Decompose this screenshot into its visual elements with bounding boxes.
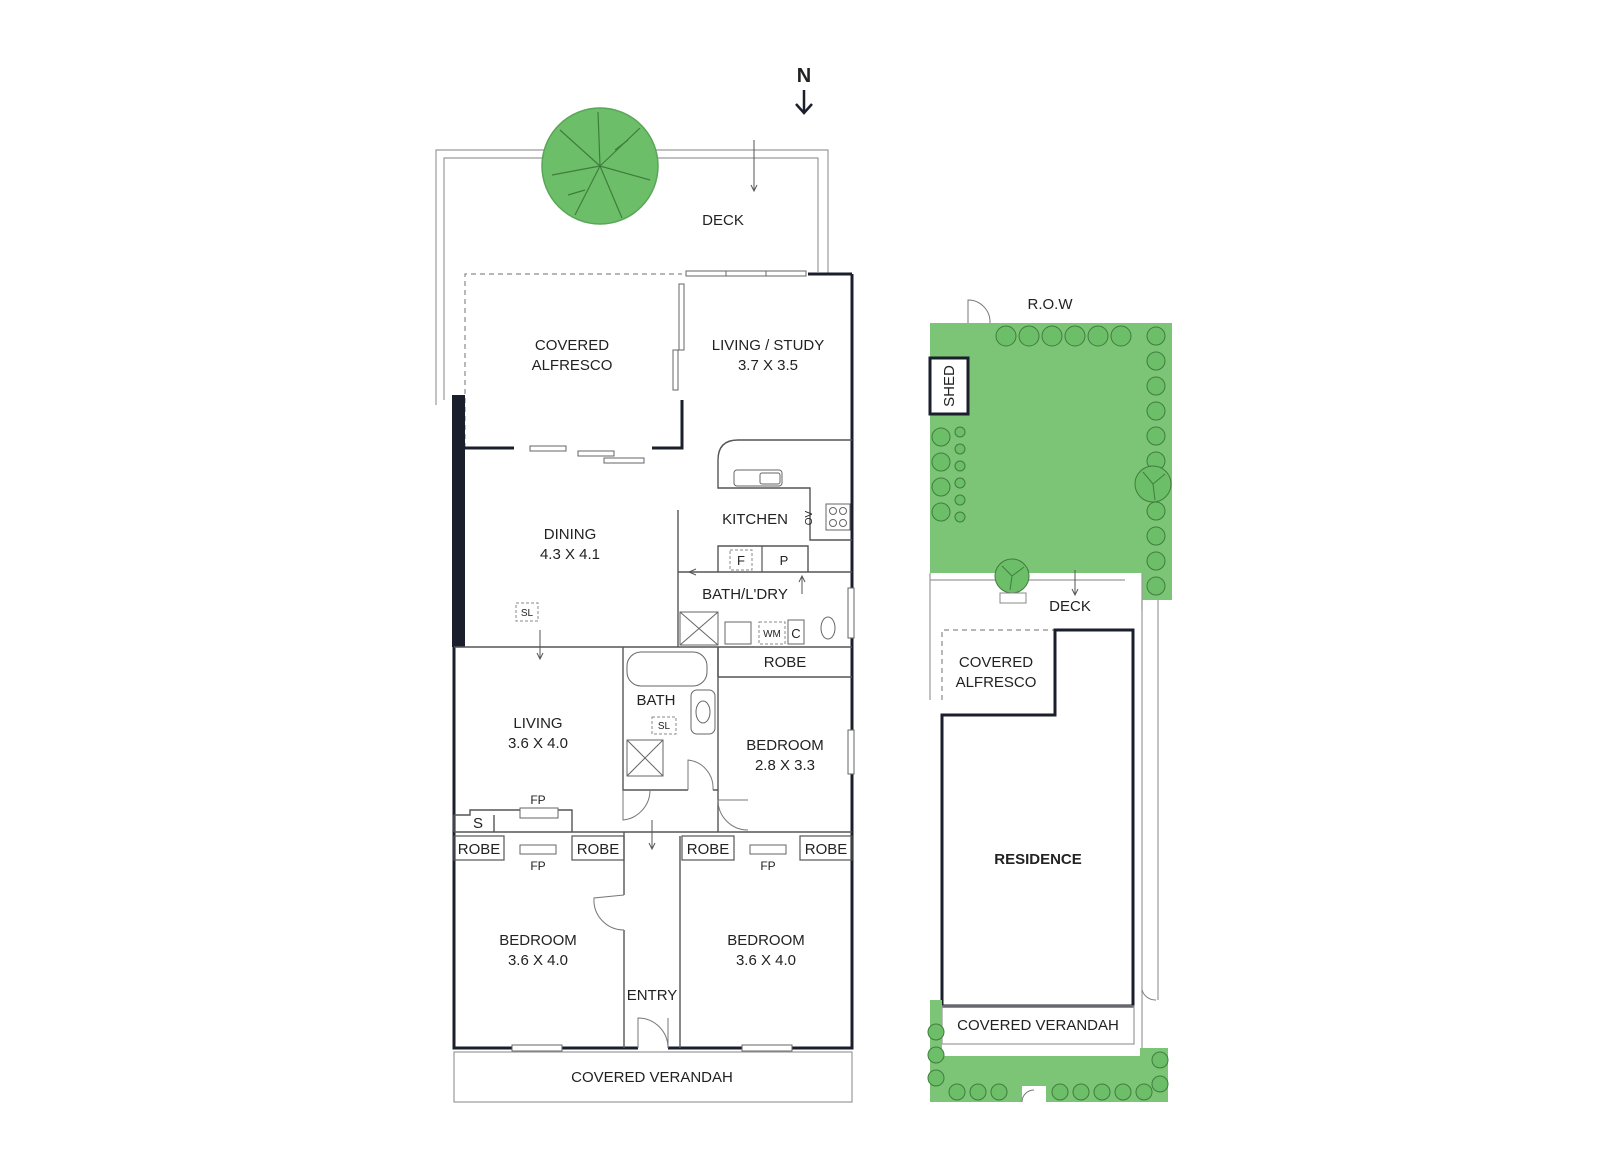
room-label-living: LIVING <box>513 715 562 732</box>
room-size-living: 3.6 X 4.0 <box>508 735 568 752</box>
room-size-living-study: 3.7 X 3.5 <box>738 357 798 374</box>
site-label-residence: RESIDENCE <box>994 851 1082 868</box>
robe-label-1: ROBE <box>458 841 501 858</box>
tree-icon <box>541 107 659 225</box>
room-size-bedroom-left: 3.6 X 4.0 <box>508 952 568 969</box>
room-label-bedroom-left: BEDROOM <box>499 932 577 949</box>
room-size-dining: 4.3 X 4.1 <box>540 546 600 563</box>
room-label-dining: DINING <box>544 526 597 543</box>
fireplace-label-bedroom-left: FP <box>530 859 545 873</box>
oven-label: OV <box>804 510 815 525</box>
site-plan: R.O.W SHED DE <box>927 296 1172 1103</box>
north-arrow-icon: N <box>795 65 813 115</box>
room-label-bedroom-right: BEDROOM <box>727 932 805 949</box>
site-label-shed: SHED <box>941 365 958 407</box>
skylight-label-bath: SL <box>658 721 671 732</box>
room-label-covered-verandah: COVERED VERANDAH <box>571 1069 733 1086</box>
room-size-bedroom-mid: 2.8 X 3.3 <box>755 757 815 774</box>
room-label-kitchen: KITCHEN <box>722 511 788 528</box>
room-label-living-study: LIVING / STUDY <box>712 337 825 354</box>
fireplace-label-living: FP <box>530 793 545 807</box>
room-label-entry: ENTRY <box>627 987 678 1004</box>
robe-label-4: ROBE <box>805 841 848 858</box>
storage-label: S <box>473 815 483 832</box>
fireplace-label-bedroom-right: FP <box>760 859 775 873</box>
site-label-covered-verandah: COVERED VERANDAH <box>957 1017 1119 1034</box>
site-label-deck: DECK <box>1049 598 1091 615</box>
room-label-covered-alfresco-1: COVERED <box>535 337 609 354</box>
room-label-bath: BATH <box>637 692 676 709</box>
site-label-row: R.O.W <box>1028 296 1074 313</box>
room-label-bath-laundry: BATH/L'DRY <box>702 586 788 603</box>
room-label-robe-top: ROBE <box>764 654 807 671</box>
tree-icon <box>994 558 1030 594</box>
room-size-bedroom-right: 3.6 X 4.0 <box>736 952 796 969</box>
shrub-icons <box>931 325 1166 596</box>
pantry-label: P <box>780 553 789 568</box>
site-label-covered-alfresco-1: COVERED <box>959 654 1033 671</box>
washing-machine-label: WM <box>763 629 781 640</box>
floor-plan: DECK COVERED ALFRESCO LIVING / STUDY 3.7… <box>435 107 855 1103</box>
cupboard-label: C <box>791 626 800 641</box>
room-label-covered-alfresco-2: ALFRESCO <box>532 357 613 374</box>
robe-label-2: ROBE <box>577 841 620 858</box>
fridge-label: F <box>737 553 745 568</box>
room-label-deck: DECK <box>702 212 744 229</box>
tree-icon <box>1134 465 1172 503</box>
skylight-label-dining: SL <box>521 608 534 619</box>
robe-label-3: ROBE <box>687 841 730 858</box>
room-label-bedroom-mid: BEDROOM <box>746 737 824 754</box>
site-label-covered-alfresco-2: ALFRESCO <box>956 674 1037 691</box>
compass-letter: N <box>797 65 811 87</box>
